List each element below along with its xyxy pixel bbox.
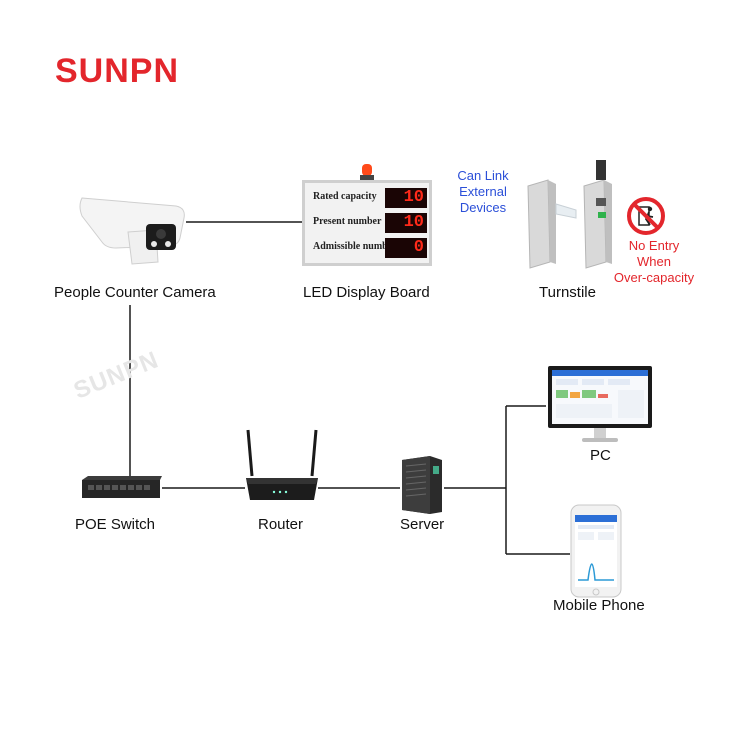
label-led-board: LED Display Board bbox=[303, 284, 430, 301]
note-line: Over-capacity bbox=[613, 270, 695, 285]
note-line: When bbox=[637, 254, 671, 269]
alarm-beacon-icon bbox=[360, 164, 374, 180]
led-row-present: Present number 10 bbox=[311, 213, 427, 233]
pc-monitor-icon bbox=[548, 366, 652, 442]
label-mobile: Mobile Phone bbox=[553, 597, 645, 614]
note-line: Can Link bbox=[457, 168, 509, 183]
note-line: External bbox=[459, 184, 507, 199]
no-entry-icon bbox=[627, 197, 665, 235]
label-turnstile: Turnstile bbox=[539, 284, 596, 301]
router-icon bbox=[246, 429, 318, 500]
mobile-phone-icon bbox=[570, 504, 622, 598]
label-poe-switch: POE Switch bbox=[75, 516, 156, 533]
brand-logo: SUNPN bbox=[55, 52, 180, 90]
turnstile-icon bbox=[527, 160, 612, 269]
led-row-label: Admissible number bbox=[313, 241, 397, 252]
label-server: Server bbox=[400, 516, 445, 533]
led-row-value: 10 bbox=[385, 213, 427, 233]
led-display-board: Rated capacity 10 Present number 10 Admi… bbox=[302, 180, 432, 266]
note-line: Devices bbox=[459, 200, 507, 215]
note-external-devices: Can Link External Devices bbox=[448, 168, 518, 216]
note-line: No Entry bbox=[628, 238, 680, 253]
led-row-value: 0 bbox=[385, 238, 427, 258]
led-row-label: Rated capacity bbox=[313, 191, 377, 202]
label-camera: People Counter Camera bbox=[54, 284, 216, 301]
led-row-admissible: Admissible number 0 bbox=[311, 238, 427, 258]
server-icon bbox=[402, 456, 442, 514]
label-pc: PC bbox=[590, 447, 611, 464]
label-router: Router bbox=[258, 516, 304, 533]
led-row-rated: Rated capacity 10 bbox=[311, 188, 427, 208]
note-no-entry: No Entry When Over-capacity bbox=[612, 238, 696, 286]
led-row-value: 10 bbox=[385, 188, 427, 208]
camera-icon bbox=[79, 197, 185, 265]
poe-switch-icon bbox=[82, 476, 162, 498]
led-row-label: Present number bbox=[313, 216, 382, 227]
